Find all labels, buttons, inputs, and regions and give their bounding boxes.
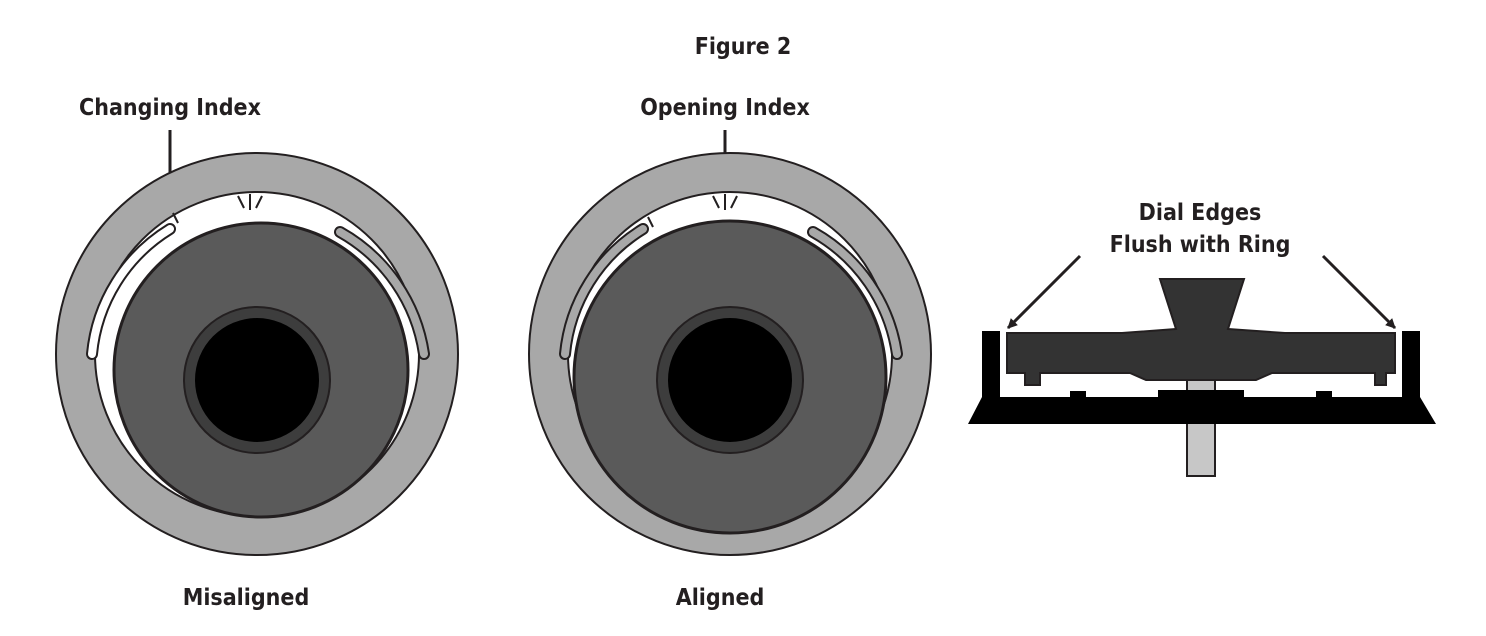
- misaligned-dial-panel: Changing Index Misaligned: [55, 95, 459, 611]
- opening-index-label: Opening Index: [640, 95, 810, 121]
- opening-index-marks: [712, 194, 738, 210]
- figure-title: Figure 2: [695, 34, 792, 60]
- changing-index-mark: [647, 216, 654, 228]
- flush-with-ring-label: Flush with Ring: [1110, 232, 1291, 258]
- dial-hub: [668, 318, 792, 442]
- aligned-label: Aligned: [676, 585, 765, 611]
- side-view-panel: Dial Edges Flush with Ring: [968, 200, 1436, 477]
- right-edge-arrow: [1321, 254, 1397, 330]
- dial-cross-section: [1006, 278, 1396, 386]
- aligned-dial-panel: Opening Index Aligned: [528, 95, 932, 611]
- dial-edges-label: Dial Edges: [1139, 200, 1262, 226]
- changing-index-label: Changing Index: [79, 95, 262, 121]
- opening-index-marks: [237, 194, 263, 210]
- misaligned-label: Misaligned: [183, 585, 310, 611]
- left-edge-arrow: [1006, 254, 1082, 330]
- changing-index-mark: [172, 212, 179, 224]
- dial-hub: [195, 318, 319, 442]
- ring-housing: [968, 331, 1436, 424]
